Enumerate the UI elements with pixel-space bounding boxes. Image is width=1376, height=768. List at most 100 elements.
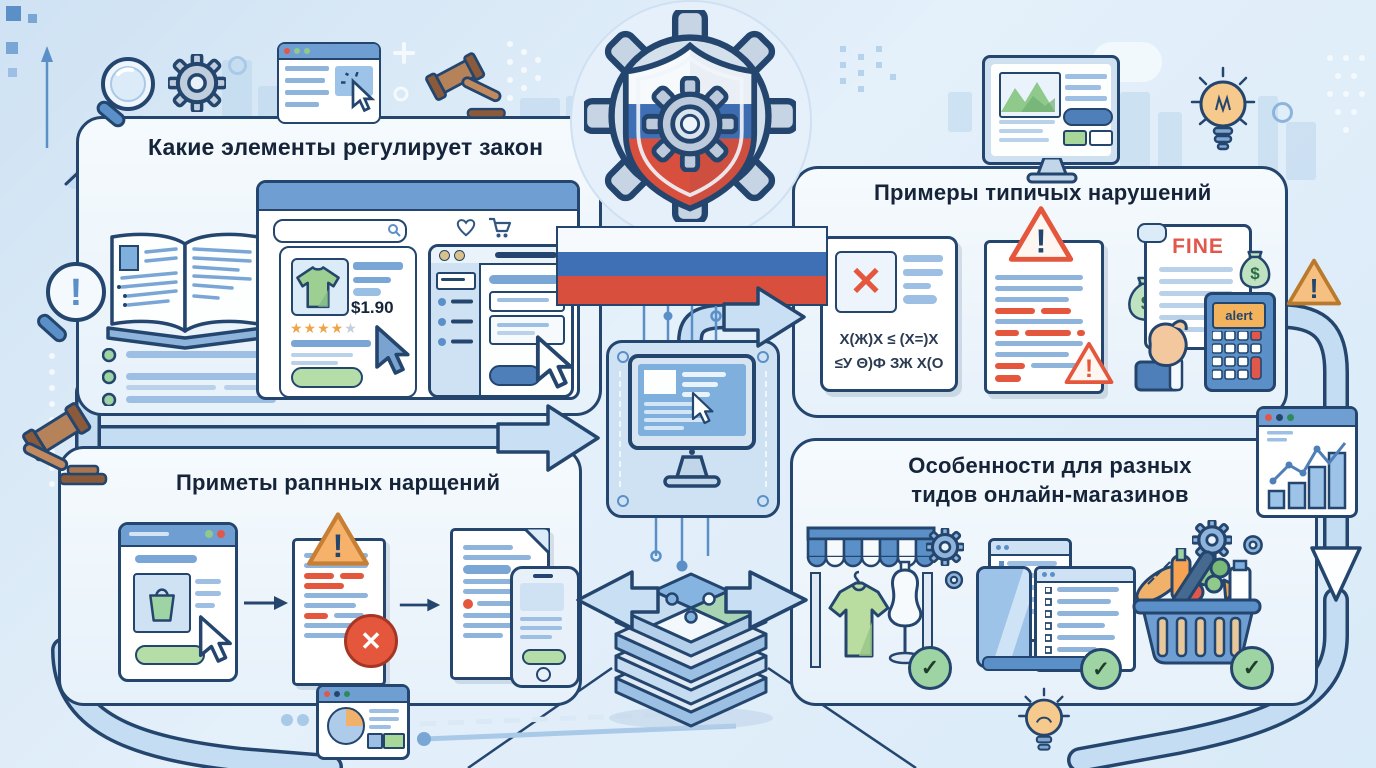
sidebar-items xyxy=(438,298,473,346)
magnifier-exclaim-icon: ! xyxy=(37,262,106,343)
cart-icon xyxy=(489,217,512,238)
window-dot xyxy=(304,48,310,54)
placeholder-lines xyxy=(353,262,403,296)
window-dot xyxy=(217,530,225,538)
money-bag-icon: $ xyxy=(1239,250,1271,289)
gear-icon xyxy=(944,570,964,590)
bar-line-chart-icon xyxy=(1267,431,1347,510)
smartphone xyxy=(510,566,580,688)
currency-mark: $ xyxy=(1250,264,1260,283)
check-icon: ✓ xyxy=(1230,646,1274,690)
exclaim-mark: ! xyxy=(70,272,83,314)
placeholder-lines xyxy=(291,340,371,365)
monitor-icon xyxy=(628,354,756,488)
decor-circle xyxy=(228,56,247,75)
window-dot xyxy=(205,530,213,538)
awning-icon xyxy=(806,526,936,568)
button-placeholder xyxy=(1063,108,1113,126)
section-title-line1: Особенности для разных xyxy=(908,453,1192,478)
arrow-right-icon xyxy=(724,570,808,630)
section-title: Примеры типичых нарушений xyxy=(874,180,1212,205)
text-line xyxy=(441,278,465,281)
window-dot xyxy=(1287,414,1294,421)
calculator: alert xyxy=(1204,292,1276,392)
arrow-right-icon xyxy=(722,286,806,348)
text-line xyxy=(489,275,559,284)
skyline-building xyxy=(948,92,972,132)
warning-triangle-icon: ! xyxy=(1008,206,1074,262)
exclaim-mark: ! xyxy=(1085,355,1093,383)
window-titlebar xyxy=(1037,569,1133,583)
star-empty: ★ xyxy=(344,320,358,336)
button-placeholder xyxy=(1089,130,1113,146)
gavel-icon xyxy=(22,402,108,486)
lightbulb-icon xyxy=(1018,687,1070,751)
skyline-building xyxy=(1120,92,1150,180)
window-dot xyxy=(1004,545,1009,550)
input-placeholder xyxy=(489,291,565,312)
checklist-window xyxy=(1034,566,1136,672)
cursor-icon xyxy=(341,72,376,113)
window-titlebar xyxy=(121,525,235,547)
heart-icon xyxy=(456,219,476,237)
button-placeholder xyxy=(1063,130,1087,146)
search-bar xyxy=(273,219,407,243)
placeholder-checklist xyxy=(1045,587,1119,654)
dashed-edge xyxy=(619,371,621,487)
search-icon xyxy=(388,224,401,237)
check-icon: ✓ xyxy=(1080,648,1122,690)
text-line xyxy=(129,532,169,536)
dot-grid xyxy=(1327,55,1365,133)
image-placeholder xyxy=(999,72,1061,118)
text-line xyxy=(497,298,549,302)
window-dot xyxy=(294,48,300,54)
circuit-dot xyxy=(617,351,629,363)
cross-icon: ✕ xyxy=(835,251,897,313)
window-dot xyxy=(996,545,1001,550)
legend-swatch xyxy=(367,733,383,749)
plus-and-dot xyxy=(393,42,415,102)
blocked-content-card: ✕ Х(Ж)Х ≤ (Х=)Х ≤У Θ)Ф ЗЖ Х(О xyxy=(820,236,958,392)
open-book-icon xyxy=(106,232,265,350)
mountain-chart-icon xyxy=(1001,82,1055,112)
window-titlebar xyxy=(431,247,571,265)
analytics-pie-window xyxy=(316,684,410,760)
fine-label: FINE xyxy=(1172,235,1224,258)
window-dot xyxy=(1042,572,1047,577)
storefront-post xyxy=(810,572,821,668)
window-dot xyxy=(1276,414,1283,421)
lightbulb-icon xyxy=(1190,66,1256,151)
settings-window xyxy=(428,244,574,398)
section-title: Особенности для разных тидов онлайн-мага… xyxy=(860,452,1240,509)
gear-icon xyxy=(168,54,226,112)
screen-glare xyxy=(988,569,1029,665)
placeholder-lines xyxy=(195,579,221,608)
window-dot xyxy=(334,691,340,697)
warning-triangle-icon: ! xyxy=(307,512,369,566)
hanging-shirt-icon xyxy=(828,570,890,658)
flag-stripe-red xyxy=(558,276,826,304)
exclaim-mark: ! xyxy=(1309,273,1318,304)
glyph-text: Х(Ж)Х ≤ (Х=)Х xyxy=(839,331,939,348)
arrow-right-icon xyxy=(399,598,441,612)
shop-page-window xyxy=(118,522,238,682)
window-dot xyxy=(284,48,290,54)
exclaim-mark: ! xyxy=(1036,223,1047,260)
arrow-down-icon xyxy=(1310,546,1362,602)
check-icon: ✓ xyxy=(908,646,952,690)
decor-monitor xyxy=(982,55,1120,165)
section-title: Приметы рапнных нарщений xyxy=(176,470,501,495)
corner-squares xyxy=(6,6,37,77)
arrow-left-icon xyxy=(576,570,660,630)
phone-home-button xyxy=(536,667,551,682)
window-dot xyxy=(439,250,450,261)
button-placeholder xyxy=(522,649,566,665)
monitor-stand xyxy=(1026,158,1078,184)
legend-swatch xyxy=(383,733,405,749)
buy-button-placeholder xyxy=(135,645,205,665)
gear-icon xyxy=(1243,535,1263,555)
flag-band xyxy=(556,226,828,306)
buy-button-placeholder xyxy=(291,367,363,388)
window-dot xyxy=(1265,414,1272,421)
